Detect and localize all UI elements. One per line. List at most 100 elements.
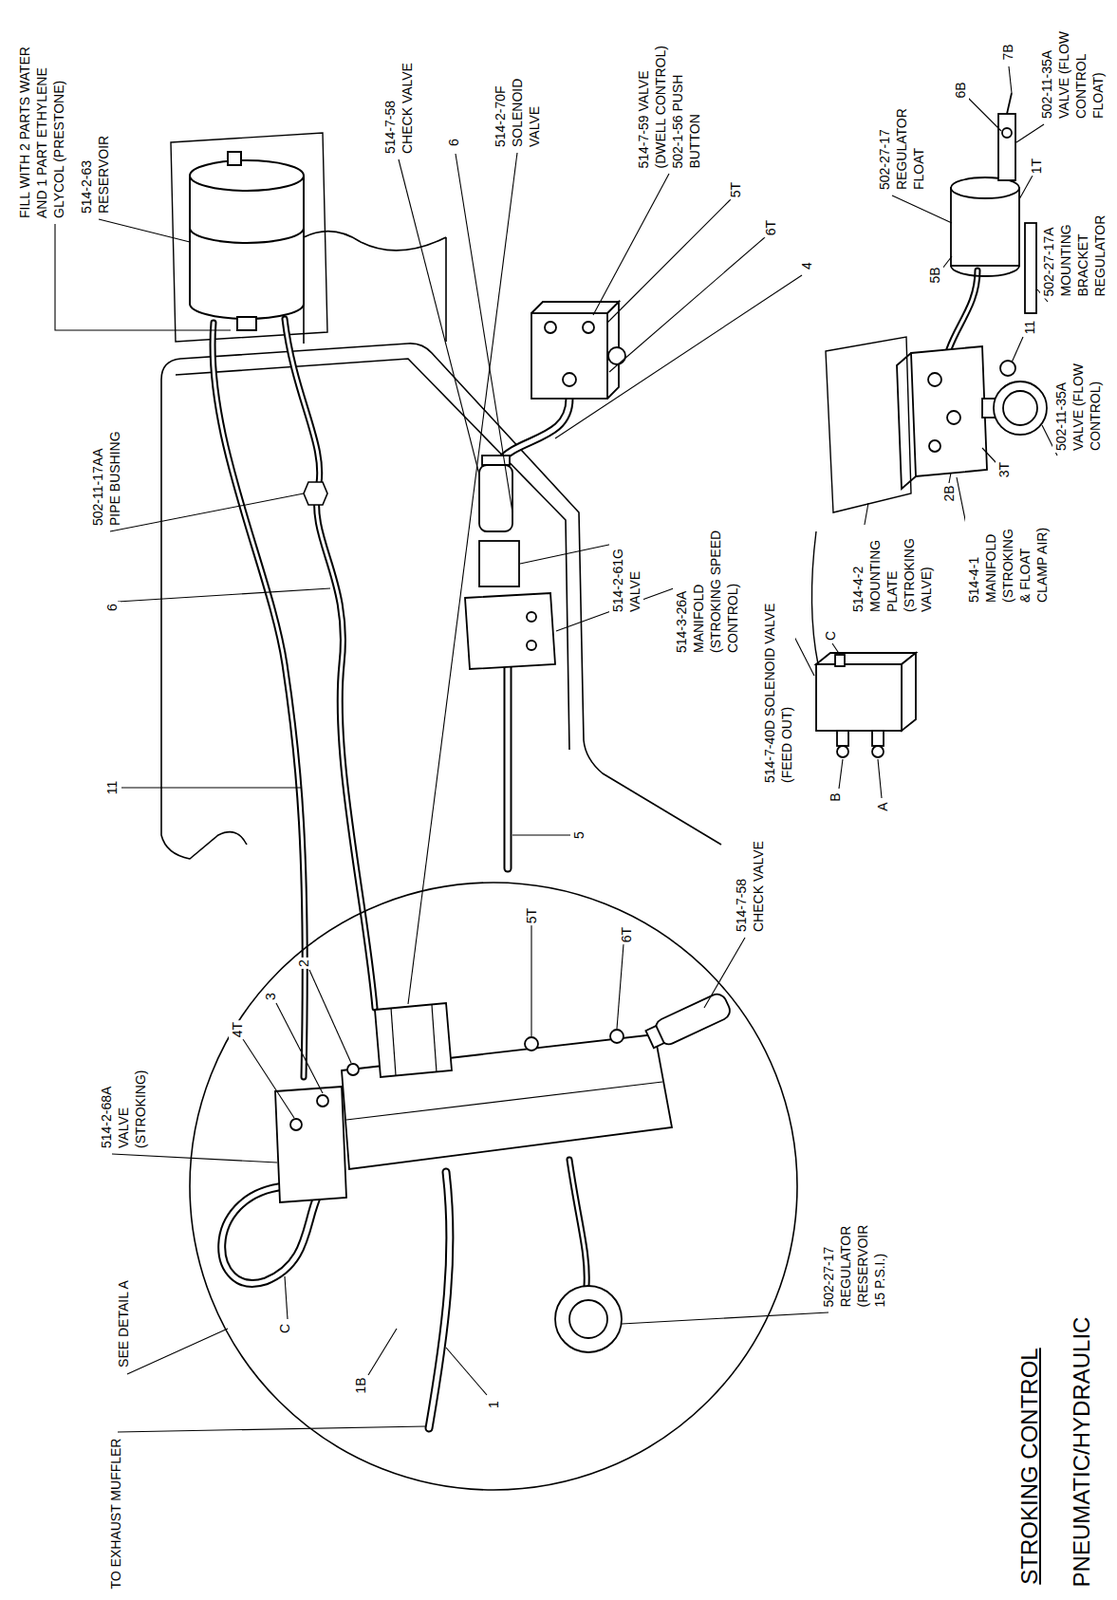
- leader-line: [455, 153, 513, 513]
- detail-a: [346, 1081, 663, 1120]
- hose: [949, 270, 978, 350]
- callout-number: 1: [484, 1398, 503, 1411]
- dwell-valve-assembly: [479, 465, 513, 532]
- reservoir: [189, 227, 304, 243]
- callout-number: 3T: [995, 460, 1013, 480]
- callout-number: 5T: [726, 180, 745, 200]
- callout-number: 3: [261, 990, 280, 1003]
- leader-line: [276, 1003, 323, 1094]
- hose: [498, 398, 570, 464]
- leader-line: [621, 1312, 829, 1324]
- detail-a: [390, 1007, 396, 1076]
- part-label: 502-27-17 REGULATOR FLOAT: [875, 93, 928, 192]
- callout-number: C: [821, 629, 839, 643]
- float-regulator-assembly: [1000, 360, 1016, 376]
- callout-number: 6: [445, 136, 463, 149]
- leader-line: [117, 588, 331, 602]
- machine-frame: [161, 379, 247, 859]
- solenoid-valve: [816, 664, 902, 731]
- solenoid-valve: [816, 652, 916, 665]
- part-label: 514-4-2 MOUNTING PLATE (STROKING VALVE): [849, 524, 935, 615]
- reservoir: [189, 175, 304, 319]
- callout-number: C: [276, 1321, 294, 1336]
- dwell-valve-assembly: [482, 455, 510, 466]
- callout-number: 1T: [1027, 156, 1045, 176]
- dwell-valve-assembly: [562, 372, 577, 387]
- float-regulator-assembly: [1024, 223, 1037, 314]
- float-regulator-assembly: [1002, 128, 1012, 138]
- leader-line: [555, 275, 802, 439]
- check-valve: [652, 990, 733, 1047]
- reservoir: [227, 151, 242, 166]
- solenoid-valve: [872, 730, 884, 746]
- callout-number: 2B: [940, 483, 958, 503]
- callout-number: 6T: [617, 925, 635, 945]
- leader-line: [607, 199, 731, 323]
- leader-line: [704, 937, 745, 1008]
- float-regulator-assembly: [929, 440, 941, 452]
- leader-line: [398, 159, 480, 475]
- leader-line: [1019, 175, 1033, 200]
- leader-line: [446, 1347, 487, 1396]
- callout-number: 5B: [926, 264, 944, 285]
- part-label: 502-27-17A MOUNTING BRACKET REGULATOR: [1040, 204, 1109, 299]
- dwell-valve-assembly: [465, 593, 556, 670]
- float-regulator-assembly: [947, 410, 961, 425]
- leader-line: [55, 66, 1058, 1433]
- detail-a: [431, 1005, 437, 1073]
- callout-number: 4: [798, 260, 816, 272]
- leader-line: [110, 493, 304, 532]
- callout-number: 7B: [999, 41, 1017, 62]
- leader-line: [616, 944, 624, 1029]
- part-label: 502-11-35A VALVE (FLOW CONTROL): [1052, 353, 1104, 453]
- leader-line: [530, 925, 532, 1037]
- check-valve: [644, 990, 733, 1051]
- dwell-valve-assembly: [526, 640, 537, 651]
- drawing-title: STROKING CONTROL: [1015, 1345, 1044, 1586]
- note-text: FILL WITH 2 PARTS WATER AND 1 PART ETHYL…: [16, 26, 68, 221]
- part-label: 514-2-70F SOLENOID VALVE: [491, 59, 543, 149]
- leader-line: [117, 1426, 427, 1433]
- dwell-valve-assembly: [531, 301, 619, 399]
- leader-line: [877, 759, 882, 799]
- callout-number: 6: [103, 601, 121, 614]
- leader-line: [127, 1328, 228, 1375]
- callout-number: 6B: [951, 79, 969, 100]
- detail-a: [610, 1029, 624, 1043]
- float-regulator-assembly: [998, 113, 1016, 181]
- part-label: 514-7-58 CHECK VALVE: [732, 831, 767, 934]
- detail-a: [290, 1118, 302, 1131]
- leader-line: [520, 542, 618, 564]
- dwell-valve-assembly: [479, 540, 520, 587]
- hose: [284, 318, 375, 1008]
- float-regulator-assembly: [1006, 93, 1012, 114]
- hose: [949, 270, 978, 350]
- part-label: TO EXHAUST MUFFLER: [107, 1436, 125, 1592]
- detail-a: [189, 882, 798, 1490]
- detail-a: [555, 1285, 622, 1353]
- leader-line: [593, 173, 670, 316]
- leader-line: [309, 969, 352, 1063]
- callout-number: 5T: [522, 906, 540, 926]
- solenoid-valve: [816, 652, 916, 758]
- detail-a: [374, 1003, 452, 1078]
- leader-line: [111, 1154, 278, 1163]
- dwell-valve-assembly: [465, 301, 626, 670]
- part-label: SEE DETAIL A: [114, 1278, 132, 1370]
- leader-line: [942, 256, 952, 269]
- hose: [212, 270, 978, 1429]
- detail-a: [347, 1063, 359, 1076]
- reservoir: [170, 132, 328, 342]
- reservoir: [170, 132, 328, 342]
- solenoid-valve: [835, 654, 845, 667]
- part-label: 502-11-35A VALVE (FLOW CONTROL FLOAT): [1038, 21, 1107, 121]
- pipe-bushing: [303, 482, 328, 505]
- solenoid-valve: [837, 730, 849, 746]
- part-label: 514-7-58 CHECK VALVE: [381, 53, 416, 156]
- dwell-valve-assembly: [526, 612, 537, 622]
- solenoid-valve: [872, 745, 884, 758]
- hose: [569, 1159, 587, 1286]
- part-label: 514-2-68A VALVE (STROKING): [97, 1051, 149, 1151]
